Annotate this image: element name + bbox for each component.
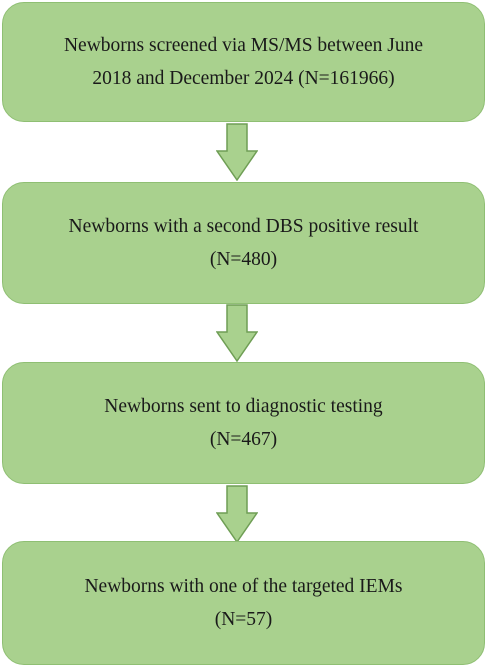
flow-box-second-dbs-positive: Newborns with a second DBS positive resu…	[2, 182, 485, 304]
flow-box-targeted-iems-line-1: Newborns with one of the targeted IEMs	[84, 576, 403, 597]
flow-box-diagnostic-testing-line-2: (N=467)	[209, 429, 278, 450]
flow-box-screened-line-2: 2018 and December 2024 (N=161966)	[92, 68, 395, 89]
flow-box-diagnostic-testing: Newborns sent to diagnostic testing (N=4…	[2, 362, 485, 484]
flow-box-second-dbs-positive-line-2: (N=480)	[209, 249, 278, 270]
flow-box-targeted-iems: Newborns with one of the targeted IEMs (…	[2, 541, 485, 665]
flow-box-screened: Newborns screened via MS/MS between June…	[2, 2, 485, 122]
flow-box-second-dbs-positive-line-1: Newborns with a second DBS positive resu…	[68, 216, 419, 237]
down-arrow-icon	[216, 485, 258, 543]
flow-box-diagnostic-testing-line-1: Newborns sent to diagnostic testing	[104, 396, 383, 417]
flow-box-targeted-iems-line-2: (N=57)	[214, 609, 273, 630]
down-arrow-icon	[216, 304, 258, 362]
down-arrow-icon	[216, 123, 258, 181]
flow-box-screened-line-1: Newborns screened via MS/MS between June	[63, 35, 424, 56]
